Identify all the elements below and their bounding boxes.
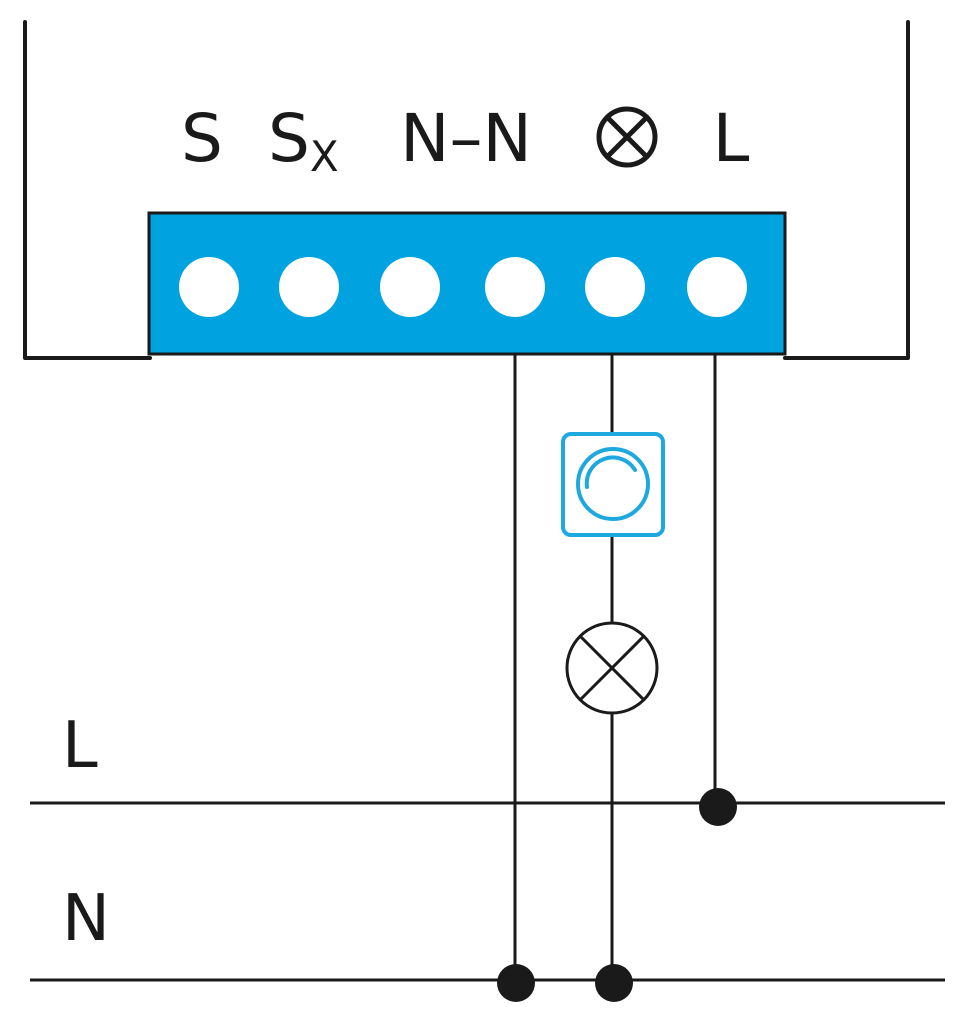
terminal-label-sx: SX [268, 100, 339, 181]
terminal-lamp [585, 257, 645, 317]
terminal-block [147, 211, 787, 356]
junction-dot-n-lamp [595, 964, 633, 1002]
junction-dot-n-terminal [497, 964, 535, 1002]
terminal-l [687, 257, 747, 317]
lamp-cross-icon [565, 621, 659, 715]
l-bus-label: L [62, 709, 98, 783]
terminal-label-lamp-icon [596, 106, 658, 168]
junction-dot-l [699, 788, 737, 826]
circular-sensor-icon [561, 432, 665, 537]
terminal-sx [279, 257, 339, 317]
terminal-label-s: S [181, 100, 223, 177]
terminal-s [179, 257, 239, 317]
terminal-label-n-n: N–N [400, 100, 532, 177]
terminal-label-l: L [713, 100, 750, 177]
device-housing [23, 20, 910, 360]
terminal-n1 [380, 257, 440, 317]
terminal-n2 [485, 257, 545, 317]
n-bus-label: N [62, 882, 110, 956]
terminal-label-sx-sub: X [310, 132, 339, 181]
terminal-label-sx-base: S [268, 100, 310, 177]
